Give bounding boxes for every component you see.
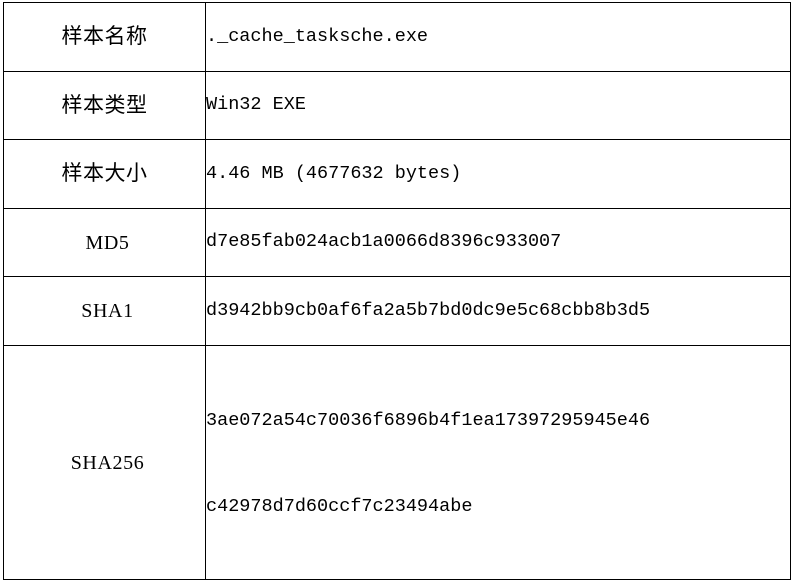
table-row: SHA1 d3942bb9cb0af6fa2a5b7bd0dc9e5c68cbb… bbox=[3, 276, 791, 346]
row-value-md5: d7e85fab024acb1a0066d8396c933007 bbox=[205, 208, 791, 277]
table-body: 样本名称 ._cache_tasksche.exe 样本类型 Win32 EXE… bbox=[3, 2, 791, 580]
table-row: MD5 d7e85fab024acb1a0066d8396c933007 bbox=[3, 208, 791, 277]
row-label-sample-type: 样本类型 bbox=[3, 71, 206, 140]
row-label-md5: MD5 bbox=[3, 208, 206, 277]
row-value-sha256: 3ae072a54c70036f6896b4f1ea17397295945e46… bbox=[205, 344, 791, 580]
sha256-line-1: 3ae072a54c70036f6896b4f1ea17397295945e46 bbox=[206, 410, 651, 432]
sample-info-table: 样本名称 ._cache_tasksche.exe 样本类型 Win32 EXE… bbox=[3, 2, 791, 580]
table-row: SHA256 3ae072a54c70036f6896b4f1ea1739729… bbox=[3, 344, 791, 580]
row-value-sha1: d3942bb9cb0af6fa2a5b7bd0dc9e5c68cbb8b3d5 bbox=[205, 276, 791, 346]
document-canvas: 样本名称 ._cache_tasksche.exe 样本类型 Win32 EXE… bbox=[3, 2, 791, 580]
row-label-sha256: SHA256 bbox=[3, 344, 206, 580]
row-label-sha1: SHA1 bbox=[3, 276, 206, 346]
table-row: 样本大小 4.46 MB (4677632 bytes) bbox=[3, 139, 791, 209]
sha256-line-2: c42978d7d60ccf7c23494abe bbox=[206, 496, 473, 518]
row-label-sample-size: 样本大小 bbox=[3, 139, 206, 209]
table-row: 样本名称 ._cache_tasksche.exe bbox=[3, 2, 791, 72]
row-value-sample-name: ._cache_tasksche.exe bbox=[205, 2, 791, 72]
row-value-sample-size: 4.46 MB (4677632 bytes) bbox=[205, 139, 791, 209]
table-row: 样本类型 Win32 EXE bbox=[3, 71, 791, 140]
row-value-sample-type: Win32 EXE bbox=[205, 71, 791, 140]
row-label-sample-name: 样本名称 bbox=[3, 2, 206, 72]
